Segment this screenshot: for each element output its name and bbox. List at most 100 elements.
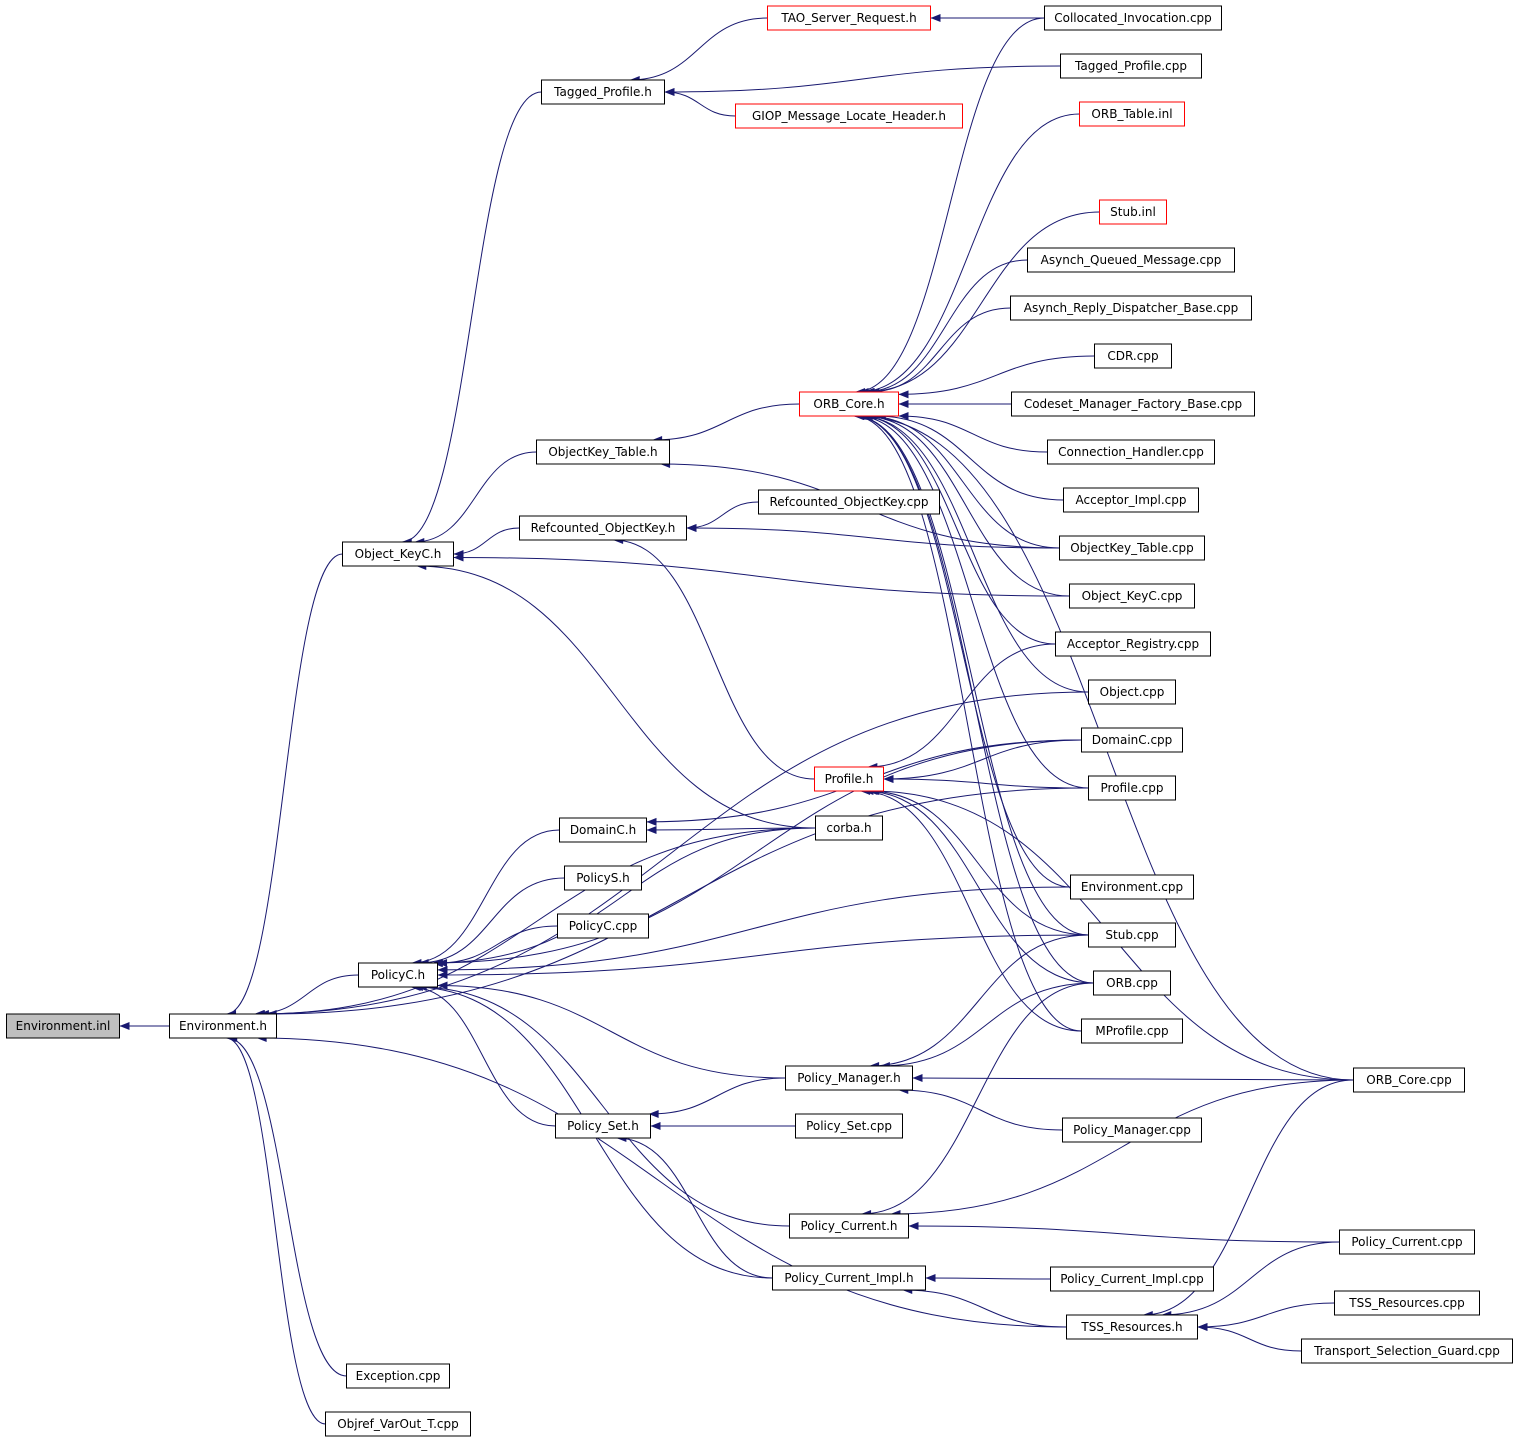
node-box <box>1301 1338 1513 1364</box>
edge-acceptor_registry_cpp-to-profile_h <box>867 643 1056 768</box>
edge-layer <box>119 14 1354 1425</box>
node-label: TSS_Resources.h <box>1080 1320 1182 1334</box>
node-label: ORB_Core.cpp <box>1366 1073 1451 1087</box>
node-tagged-profile-h[interactable]: Tagged_Profile.h <box>541 79 665 105</box>
node-profile-h[interactable]: Profile.h <box>814 766 884 792</box>
node-stub-cpp[interactable]: Stub.cpp <box>1088 922 1176 948</box>
node-policy-current-h[interactable]: Policy_Current.h <box>789 1213 909 1239</box>
node-box <box>1063 487 1199 513</box>
node-box <box>1339 1229 1475 1255</box>
edge-policy_current_impl_h-to-policy_set_h <box>616 1137 773 1279</box>
node-box <box>785 1065 913 1091</box>
node-exception-cpp[interactable]: Exception.cpp <box>346 1363 450 1389</box>
node-box <box>559 817 647 843</box>
node-label: Acceptor_Registry.cpp <box>1067 637 1199 651</box>
node-connection-handler-cpp[interactable]: Connection_Handler.cpp <box>1047 439 1215 465</box>
node-tss-resources-h[interactable]: TSS_Resources.h <box>1066 1314 1198 1340</box>
node-transport-selection-guard-cpp[interactable]: Transport_Selection_Guard.cpp <box>1301 1338 1513 1364</box>
node-policy-current-cpp[interactable]: Policy_Current.cpp <box>1339 1229 1475 1255</box>
node-environment-inl[interactable]: Environment.inl <box>6 1013 120 1039</box>
node-policyc-cpp[interactable]: PolicyC.cpp <box>557 913 649 939</box>
arrowhead-object_keyc_cpp-to-object_keyc_h <box>453 553 464 562</box>
node-box <box>735 103 963 129</box>
node-object-cpp[interactable]: Object.cpp <box>1088 679 1176 705</box>
node-asynch-reply-dispatcher-base-cpp[interactable]: Asynch_Reply_Dispatcher_Base.cpp <box>1010 295 1252 321</box>
arrowhead-corba_h-to-domainc_h <box>646 826 657 834</box>
node-orb-core-cpp[interactable]: ORB_Core.cpp <box>1353 1067 1465 1093</box>
edge-cdr_cpp-to-orb_core_h <box>898 355 1095 395</box>
edge-objectkey_table_cpp-to-refcounted_objectkey_h <box>686 527 1060 549</box>
edge-mprofile_cpp-to-orb_core_h <box>853 415 1082 1032</box>
node-box <box>1059 535 1205 561</box>
node-box <box>169 1013 277 1039</box>
edge-refcounted_objectkey_cpp-to-refcounted_objectkey_h <box>686 501 759 529</box>
arrowhead-domainc_cpp-to-domainc_h <box>646 817 657 826</box>
node-policy-current-impl-cpp[interactable]: Policy_Current_Impl.cpp <box>1050 1266 1214 1292</box>
node-collocated-invocation-cpp[interactable]: Collocated_Invocation.cpp <box>1044 5 1222 31</box>
node-policy-set-h[interactable]: Policy_Set.h <box>555 1113 651 1139</box>
arrowhead-giop_message_locate_header_h-to-tagged_profile_h <box>664 88 675 96</box>
node-mprofile-cpp[interactable]: MProfile.cpp <box>1081 1018 1183 1044</box>
node-cdr-cpp[interactable]: CDR.cpp <box>1094 343 1172 369</box>
node-label: Environment.cpp <box>1081 880 1183 894</box>
node-orb-table-inl[interactable]: ORB_Table.inl <box>1079 101 1185 127</box>
node-domainc-cpp[interactable]: DomainC.cpp <box>1081 727 1183 753</box>
edge-object_cpp-to-orb_core_h <box>858 415 1089 693</box>
node-label: Refcounted_ObjectKey.cpp <box>769 495 928 509</box>
node-label: Policy_Current_Impl.cpp <box>1060 1272 1203 1286</box>
node-orb-cpp[interactable]: ORB.cpp <box>1093 970 1171 996</box>
edge-policy_current_impl_cpp-to-policy_current_impl_h <box>925 1277 1051 1280</box>
node-label: Refcounted_ObjectKey.h <box>531 521 676 535</box>
node-box <box>541 79 665 105</box>
node-asynch-queued-message-cpp[interactable]: Asynch_Queued_Message.cpp <box>1027 247 1235 273</box>
node-policy-current-impl-h[interactable]: Policy_Current_Impl.h <box>772 1265 926 1291</box>
node-label: Environment.h <box>179 1019 267 1033</box>
node-environment-cpp[interactable]: Environment.cpp <box>1070 874 1194 900</box>
node-environment-h[interactable]: Environment.h <box>169 1013 277 1039</box>
node-box <box>1047 439 1215 465</box>
node-label: Objref_VarOut_T.cpp <box>337 1417 459 1431</box>
edge-policy_current_cpp-to-policy_current_h <box>908 1225 1340 1243</box>
node-objref-varout-t-cpp[interactable]: Objref_VarOut_T.cpp <box>325 1411 471 1437</box>
edge-policyc_cpp-to-policyc_h <box>437 925 558 964</box>
node-object-keyc-h[interactable]: Object_KeyC.h <box>342 541 454 567</box>
node-acceptor-registry-cpp[interactable]: Acceptor_Registry.cpp <box>1055 631 1211 657</box>
node-label: Transport_Selection_Guard.cpp <box>1313 1344 1500 1358</box>
arrowhead-codeset_manager_factory_base_cpp-to-orb_core_h <box>898 400 909 408</box>
node-label: Object.cpp <box>1100 685 1165 699</box>
node-acceptor-impl-cpp[interactable]: Acceptor_Impl.cpp <box>1063 487 1199 513</box>
node-stub-inl[interactable]: Stub.inl <box>1099 199 1167 225</box>
node-label: PolicyC.h <box>371 968 425 982</box>
node-box <box>346 1363 450 1389</box>
node-refcounted-objectkey-cpp[interactable]: Refcounted_ObjectKey.cpp <box>758 489 940 515</box>
node-label: ObjectKey_Table.h <box>548 445 657 459</box>
edge-giop_message_locate_header_h-to-tagged_profile_h <box>664 91 736 117</box>
node-policyc-h[interactable]: PolicyC.h <box>358 962 438 988</box>
node-refcounted-objectkey-h[interactable]: Refcounted_ObjectKey.h <box>519 515 687 541</box>
node-label: Profile.cpp <box>1101 781 1164 795</box>
node-tagged-profile-cpp[interactable]: Tagged_Profile.cpp <box>1060 53 1202 79</box>
node-corba-h[interactable]: corba.h <box>815 815 883 841</box>
arrowhead-environment_h-to-environment_inl <box>119 1022 130 1030</box>
node-policys-h[interactable]: PolicyS.h <box>564 865 642 891</box>
node-profile-cpp[interactable]: Profile.cpp <box>1088 775 1176 801</box>
node-policy-set-cpp[interactable]: Policy_Set.cpp <box>795 1113 903 1139</box>
node-tao-server-request-h[interactable]: TAO_Server_Request.h <box>767 5 931 31</box>
node-box <box>342 541 454 567</box>
node-policy-manager-cpp[interactable]: Policy_Manager.cpp <box>1062 1117 1202 1143</box>
node-box <box>1093 970 1171 996</box>
node-box <box>1088 679 1176 705</box>
node-box <box>772 1265 926 1291</box>
node-object-keyc-cpp[interactable]: Object_KeyC.cpp <box>1069 583 1195 609</box>
node-giop-message-locate-header-h[interactable]: GIOP_Message_Locate_Header.h <box>735 103 963 129</box>
node-domainc-h[interactable]: DomainC.h <box>559 817 647 843</box>
node-objectkey-table-cpp[interactable]: ObjectKey_Table.cpp <box>1059 535 1205 561</box>
edge-object_keyc_cpp-to-orb_core_h <box>862 415 1070 597</box>
node-box <box>557 913 649 939</box>
node-codeset-manager-factory-base-cpp[interactable]: Codeset_Manager_Factory_Base.cpp <box>1011 391 1255 417</box>
node-orb-core-h[interactable]: ORB_Core.h <box>799 391 899 417</box>
node-box <box>1094 343 1172 369</box>
node-tss-resources-cpp[interactable]: TSS_Resources.cpp <box>1334 1290 1480 1316</box>
node-policy-manager-h[interactable]: Policy_Manager.h <box>785 1065 913 1091</box>
node-objectkey-table-h[interactable]: ObjectKey_Table.h <box>536 439 670 465</box>
